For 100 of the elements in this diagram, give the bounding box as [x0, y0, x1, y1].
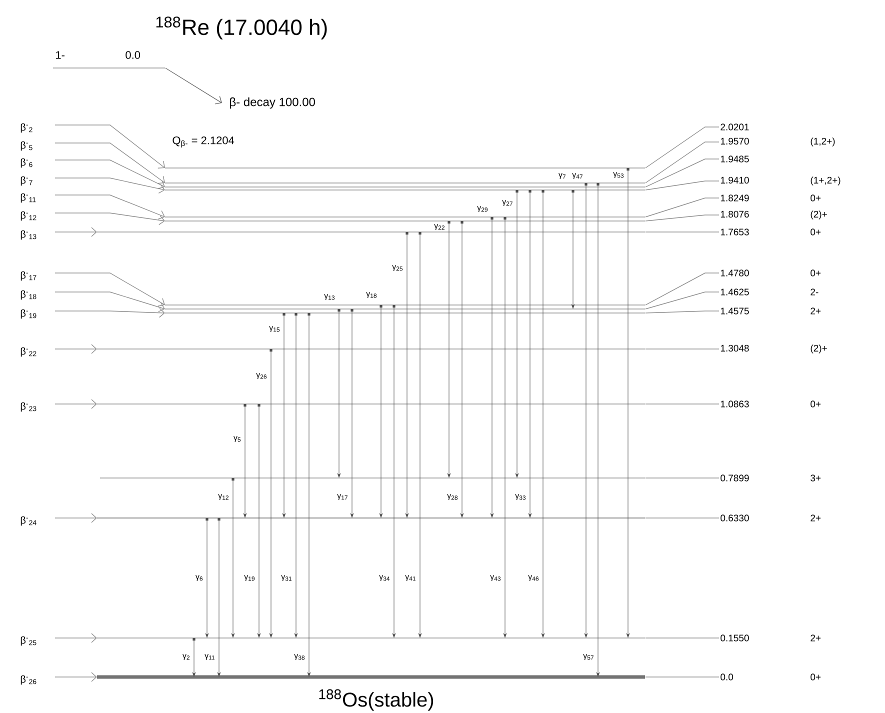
- leader-line: [645, 126, 720, 168]
- edge-label: γ$_{5}$: [234, 436, 241, 442]
- gamma-arrow: [192, 638, 196, 677]
- gamma-arrow: [380, 305, 382, 518]
- edge-label: γ$_{34}$: [379, 575, 390, 581]
- level-label: 1.4575 2+: [720, 308, 821, 314]
- edge-label: γ$_{12}$: [218, 494, 228, 500]
- title: $^{188}$Re (17.0040 h): [156, 16, 327, 40]
- gamma-arrow: [528, 190, 532, 518]
- level-label: $^{188}$Os(stable): [319, 689, 434, 711]
- gamma-arrow: [392, 305, 396, 638]
- edge-label: γ$_{17}$: [337, 494, 348, 500]
- energy-level-line: [164, 216, 646, 218]
- gamma-arrow: [218, 518, 220, 677]
- beta-arrow: [54, 272, 165, 306]
- edge-label: γ$_{22}$: [434, 224, 444, 230]
- level-label: 0.0 0+: [720, 674, 821, 680]
- edge-label: γ$_{31}$: [281, 575, 292, 581]
- gamma-arrow: [448, 221, 450, 478]
- gamma-arrow: [460, 221, 464, 518]
- edge-label: γ$_{19}$: [244, 575, 255, 581]
- level-label: 1.9410 (1+,2+): [720, 176, 840, 186]
- edge-label: γ$_{28}$: [447, 494, 458, 500]
- gamma-arrow: [418, 232, 422, 638]
- leader-line: [645, 158, 720, 188]
- decay-label: β- decay 100.00: [230, 97, 316, 109]
- edge-label: γ$_{47}$: [572, 173, 583, 179]
- level-label: 1.4625 2-: [720, 288, 818, 296]
- gamma-arrow: [308, 313, 310, 677]
- gamma-arrow: [350, 309, 354, 518]
- beta-arrow: [54, 178, 165, 194]
- gamma-arrow: [542, 190, 544, 638]
- edge-label: γ$_{6}$: [196, 575, 203, 581]
- leader-line: [645, 310, 720, 314]
- level-label: 1.0863 0+: [720, 400, 821, 408]
- energy-level-line: [164, 304, 646, 306]
- energy-level-line: [164, 186, 646, 188]
- beta-arrow: [54, 194, 165, 220]
- level-label: 2.0201: [720, 124, 749, 130]
- level-label: 1.9570 (1,2+): [720, 138, 835, 146]
- gamma-arrow: [206, 518, 208, 638]
- level-label: 1.9485: [720, 156, 749, 162]
- decay-arrow: [165, 68, 222, 104]
- leader-line: [645, 142, 720, 184]
- gamma-arrow: [516, 190, 518, 478]
- beta-arrow: [54, 212, 165, 225]
- edge-label: γ$_{7}$: [558, 173, 566, 179]
- edge-label: γ$_{15}$: [269, 326, 280, 332]
- leader-line: [645, 292, 720, 310]
- level-label: 1.4780 0+: [720, 270, 821, 276]
- edge-label: γ$_{13}$: [324, 294, 335, 300]
- gamma-arrow: [584, 183, 588, 638]
- edge-label: γ$_{43}$: [490, 575, 501, 581]
- gamma-arrow: [572, 190, 574, 309]
- beta-arrow: [54, 672, 97, 682]
- energy-level-line: [97, 675, 645, 679]
- leader-line: [645, 214, 720, 222]
- level-label: 0.1550 2+: [720, 634, 821, 642]
- gamma-arrow: [282, 313, 286, 518]
- gamma-arrow: [504, 217, 506, 638]
- gamma-arrow: [338, 309, 340, 478]
- level-label: 0.7899 3+: [720, 474, 821, 482]
- edge-label: γ$_{46}$: [528, 575, 539, 581]
- beta-arrow: [54, 513, 97, 523]
- gamma-arrow: [232, 478, 234, 638]
- leader-line: [645, 272, 720, 306]
- level-label: 1.7653 0+: [720, 228, 821, 236]
- gamma-arrow: [626, 168, 630, 638]
- leader-line: [645, 676, 720, 678]
- gamma-arrow: [406, 232, 408, 518]
- edge-label: γ$_{11}$: [204, 654, 214, 660]
- beta-arrow: [54, 344, 97, 354]
- energy-level-line: [96, 348, 646, 350]
- edge-label: γ$_{26}$: [256, 373, 267, 379]
- edge-label: γ$_{18}$: [366, 292, 377, 298]
- edge-label: γ$_{27}$: [502, 200, 513, 206]
- beta-arrow: [54, 227, 97, 237]
- energy-level-line: [164, 220, 646, 222]
- edge-label: γ$_{41}$: [405, 575, 416, 581]
- edge-label: γ$_{57}$: [583, 654, 594, 660]
- edge-label: γ$_{53}$: [613, 172, 624, 178]
- leader-line: [645, 180, 720, 190]
- gamma-arrow: [596, 183, 600, 677]
- beta-arrow: [54, 292, 165, 312]
- edge-label: γ$_{25}$: [392, 265, 403, 271]
- beta-arrow: [54, 399, 97, 409]
- beta-arrow: [54, 160, 165, 189]
- energy-level-line: [164, 312, 646, 314]
- level-label: 1.8076 (2)+: [720, 210, 827, 220]
- energy-level-line: [164, 182, 646, 184]
- beta-arrow: [54, 308, 165, 318]
- energy-level-line: [164, 308, 646, 310]
- leader-line: [645, 348, 720, 350]
- level-label: 0.6330 2+: [720, 514, 821, 522]
- edge-label: γ$_{33}$: [515, 494, 526, 500]
- edge-label: γ$_{29}$: [477, 206, 488, 212]
- gamma-arrow: [490, 217, 494, 518]
- gamma-arrow: [270, 349, 272, 638]
- gamma-arrow: [244, 404, 246, 518]
- gamma-arrow: [258, 404, 260, 638]
